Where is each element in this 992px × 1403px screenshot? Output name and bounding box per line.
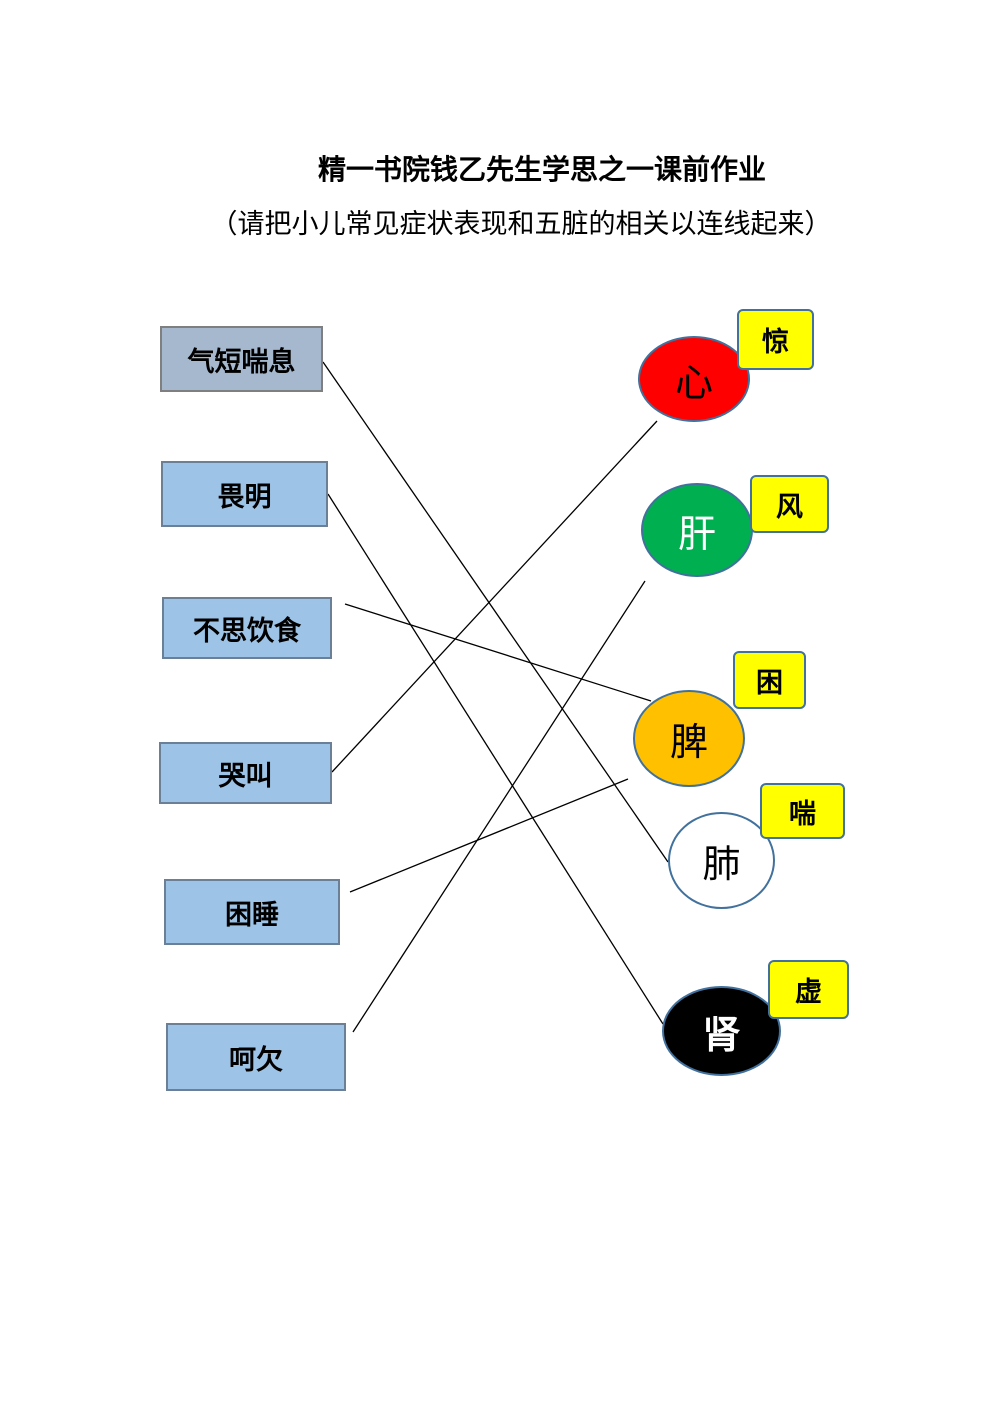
organ-tag-liver: 风 bbox=[750, 475, 829, 533]
organ-tag-spleen: 困 bbox=[733, 651, 806, 709]
connection-line bbox=[331, 420, 658, 773]
symptom-box-drowsiness: 困睡 bbox=[164, 879, 340, 945]
connection-line bbox=[327, 493, 664, 1025]
organ-circle-liver: 肝 bbox=[641, 483, 753, 577]
organ-circle-heart: 心 bbox=[638, 336, 750, 422]
page-title: 精一书院钱乙先生学思之一课前作业 bbox=[317, 153, 766, 186]
organ-tag-lung: 喘 bbox=[760, 783, 845, 839]
symptom-box-no-appetite: 不思饮食 bbox=[162, 597, 332, 659]
organ-circle-kidney: 肾 bbox=[662, 986, 781, 1076]
organ-tag-kidney: 虚 bbox=[768, 960, 849, 1019]
symptom-box-crying: 哭叫 bbox=[159, 742, 332, 804]
connection-line bbox=[349, 778, 629, 893]
connection-line bbox=[344, 603, 652, 702]
connection-line bbox=[352, 580, 646, 1033]
organ-circle-spleen: 脾 bbox=[633, 690, 745, 787]
organ-circle-lung: 肺 bbox=[668, 812, 775, 909]
symptom-box-shortness-of-breath: 气短喘息 bbox=[160, 326, 323, 392]
connection-line bbox=[322, 361, 669, 863]
page-subtitle: （请把小儿常见症状表现和五脏的相关以连线起来） bbox=[210, 209, 832, 240]
symptom-box-yawning: 呵欠 bbox=[166, 1023, 346, 1091]
organ-tag-heart: 惊 bbox=[737, 309, 814, 370]
symptom-box-photophobia: 畏明 bbox=[161, 461, 328, 527]
